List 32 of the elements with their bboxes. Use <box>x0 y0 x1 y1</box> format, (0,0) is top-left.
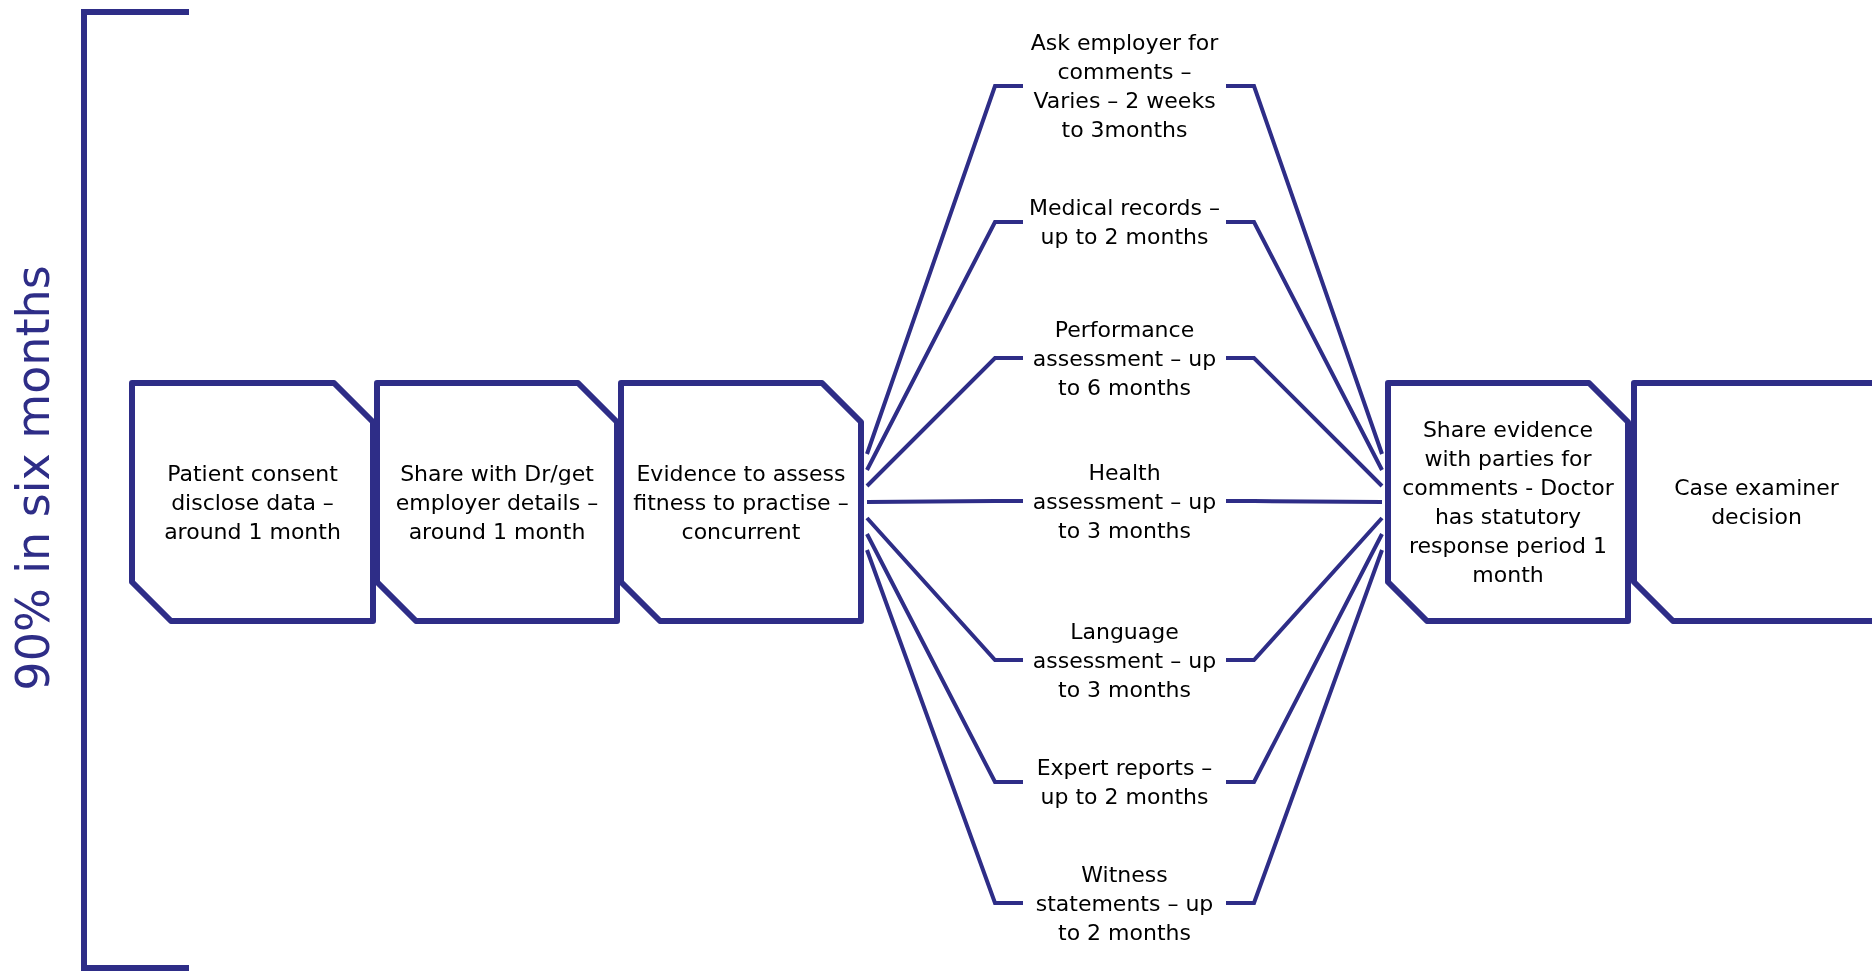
connector-line <box>865 84 1023 455</box>
connector-line <box>867 499 1023 504</box>
connector-line <box>1226 499 1382 504</box>
connector-line <box>1226 356 1384 488</box>
connector-line <box>1226 84 1384 455</box>
connector-line <box>865 356 1023 488</box>
connector-line <box>1226 549 1384 905</box>
step-text: Health assessment – up to 3 months <box>1031 458 1218 545</box>
connector-line <box>865 220 1023 471</box>
connector-line <box>865 533 1023 784</box>
process-box <box>1631 380 1872 624</box>
step-text: Patient consent disclose data – around 1 month <box>163 459 342 546</box>
connector-line <box>1226 516 1384 662</box>
process-box <box>129 380 376 624</box>
process-box <box>1385 380 1631 624</box>
step-text: Expert reports – up to 2 months <box>1035 754 1214 811</box>
connector-line <box>865 549 1023 905</box>
connector-line <box>1226 533 1384 784</box>
step-text: Medical records – up to 2 months <box>1028 194 1221 251</box>
step-text: Witness statements – up to 2 months <box>1034 860 1215 947</box>
step-text: Share evidence with parties for comments - Doctor has statutory response period 1 month <box>1401 416 1615 589</box>
step-text: Ask employer for comments – Varies – 2 weeks to 3months <box>1029 29 1220 144</box>
step-text: Language assessment – up to 3 months <box>1031 617 1218 704</box>
step-text: Evidence to assess fitness to practise – concurrent <box>632 459 850 546</box>
process-box <box>618 380 864 624</box>
bracket-label: 90% in six months <box>6 265 60 691</box>
step-text: Performance assessment – up to 6 months <box>1031 315 1218 402</box>
step-text: Share with Dr/get employer details – around 1 month <box>394 459 600 546</box>
connector-line <box>1226 220 1384 471</box>
process-box <box>374 380 620 624</box>
connector-line <box>865 516 1023 662</box>
step-text: Case examiner decision <box>1673 474 1840 531</box>
